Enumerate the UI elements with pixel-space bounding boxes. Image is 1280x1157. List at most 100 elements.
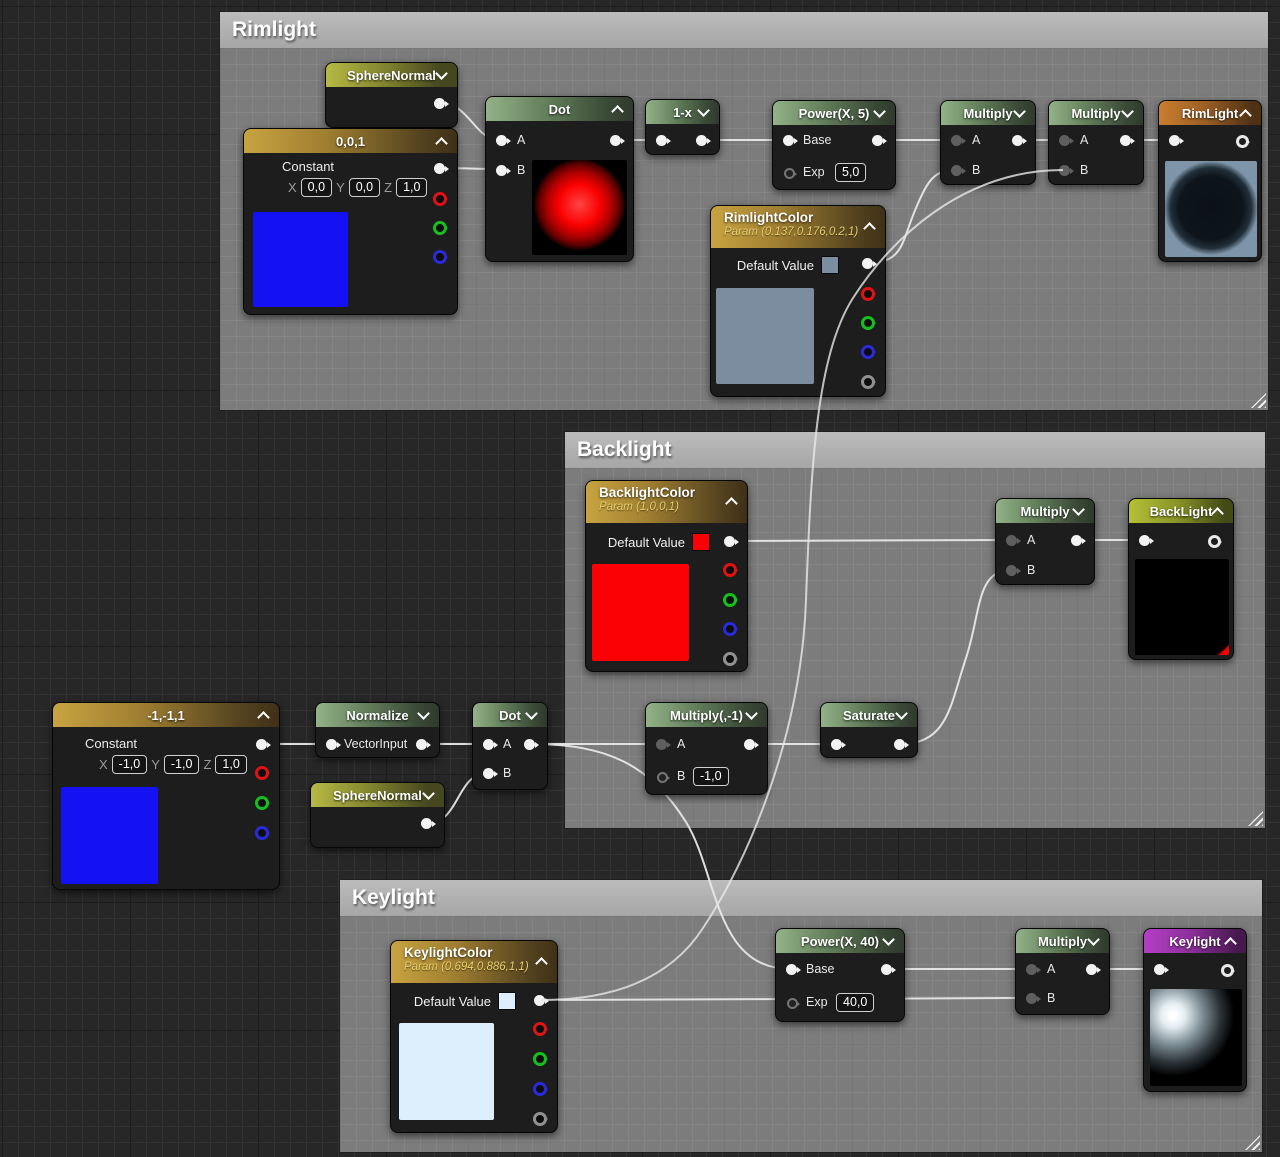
chevron-down-icon[interactable] [1121,105,1134,118]
node-header[interactable]: BackLight [1129,499,1233,523]
output-pin[interactable] [1221,964,1235,977]
node-header[interactable]: Multiply [996,499,1094,523]
chevron-down-icon[interactable] [882,933,895,946]
input-pin-base[interactable] [783,135,798,146]
chevron-down-icon[interactable] [745,707,758,720]
output-pin-g[interactable] [255,796,270,810]
color-swatch[interactable] [692,533,710,551]
node-dot-1[interactable]: Dot A B [485,96,634,262]
output-pin[interactable] [434,163,449,174]
node-header[interactable]: 0,0,1 [244,129,457,153]
output-pin-b[interactable] [433,250,448,264]
node-rimlight-output[interactable]: RimLight [1158,100,1262,262]
input-pin-b[interactable] [1026,993,1041,1004]
chevron-up-icon[interactable] [1239,109,1252,122]
chevron-up-icon[interactable] [1224,937,1237,950]
input-pin-base[interactable] [786,964,801,975]
input-pin-b[interactable] [1059,165,1074,176]
exp-value[interactable]: 5,0 [835,163,867,182]
input-pin[interactable] [1154,964,1169,975]
input-pin-a[interactable] [1026,964,1041,975]
chevron-down-icon[interactable] [895,707,908,720]
color-swatch[interactable] [498,992,516,1010]
node-power-40[interactable]: Power(X, 40) Base Exp 40,0 [775,928,905,1022]
node-header[interactable]: RimlightColor Param (0.137,0.176,0.2,1) [711,206,885,248]
node-rimlight-color[interactable]: RimlightColor Param (0.137,0.176,0.2,1) … [710,205,886,397]
output-pin-a[interactable] [723,652,738,666]
chevron-up-icon[interactable] [257,711,270,724]
output-pin-b[interactable] [723,622,738,636]
node-saturate[interactable]: Saturate [820,702,918,758]
input-pin-a[interactable] [1059,135,1074,146]
output-pin[interactable] [416,739,431,750]
node-sphere-normal-1[interactable]: SphereNormal [325,62,458,128]
comment-title[interactable]: Rimlight [220,12,1268,48]
z-value[interactable]: 1,0 [396,178,428,197]
output-pin-g[interactable] [861,316,876,330]
output-pin-b[interactable] [533,1082,548,1096]
node-header[interactable]: Power(X, 40) [776,929,904,953]
output-pin[interactable] [696,135,711,146]
input-pin[interactable] [831,739,846,750]
b-value[interactable]: -1,0 [693,767,729,786]
output-pin-a[interactable] [533,1112,548,1126]
input-pin[interactable] [1139,535,1154,546]
output-pin[interactable] [1071,535,1086,546]
chevron-up-icon[interactable] [1211,507,1224,520]
output-pin[interactable] [1086,964,1101,975]
output-pin-g[interactable] [723,593,738,607]
node-header[interactable]: Multiply [941,101,1035,125]
node-multiply-key[interactable]: Multiply A B [1015,928,1110,1015]
output-pin-g[interactable] [433,221,448,235]
node-header[interactable]: Multiply [1016,929,1109,953]
node-backlight-output[interactable]: BackLight [1128,498,1234,660]
z-value[interactable]: 1,0 [215,755,247,774]
output-pin-r[interactable] [723,563,738,577]
node-header[interactable]: KeylightColor Param (0.694,0.886,1,1) [391,941,557,983]
chevron-down-icon[interactable] [873,105,886,118]
chevron-up-icon[interactable] [435,137,448,150]
node-multiply-back[interactable]: Multiply A B [995,498,1095,585]
output-pin[interactable] [881,964,896,975]
chevron-up-icon[interactable] [611,105,624,118]
node-normalize[interactable]: Normalize VectorInput [315,702,440,758]
node-header[interactable]: Multiply(,-1) [646,703,767,727]
input-pin-b[interactable] [951,165,966,176]
y-value[interactable]: 0,0 [348,178,381,197]
chevron-down-icon[interactable] [697,104,710,117]
node-sphere-normal-2[interactable]: SphereNormal [310,782,445,848]
chevron-down-icon[interactable] [422,787,435,800]
chevron-down-icon[interactable] [1072,503,1085,516]
output-pin-r[interactable] [255,766,270,780]
input-pin[interactable] [1169,135,1184,146]
node-header[interactable]: -1,-1,1 [53,703,279,727]
input-pin-a[interactable] [496,135,511,146]
node-header[interactable]: Keylight [1144,929,1246,953]
comment-title[interactable]: Keylight [340,880,1262,916]
x-value[interactable]: 0,0 [300,178,333,197]
output-pin[interactable] [534,995,549,1006]
node-keylight-output[interactable]: Keylight [1143,928,1247,1092]
node-header[interactable]: SphereNormal [326,63,457,87]
input-pin[interactable] [656,135,671,146]
output-pin[interactable] [724,536,739,547]
output-pin[interactable] [610,135,625,146]
input-pin-b[interactable] [657,772,670,783]
node-header[interactable]: BacklightColor Param (1,0,0,1) [586,481,747,523]
input-pin-vector[interactable] [326,739,341,750]
output-pin[interactable] [1208,535,1222,548]
node-header[interactable]: Power(X, 5) [773,101,895,125]
node-dot-2[interactable]: Dot A B [472,702,548,790]
node-header[interactable]: Saturate [821,703,917,727]
node-keylight-color[interactable]: KeylightColor Param (0.694,0.886,1,1) De… [390,940,558,1133]
output-pin-r[interactable] [861,287,876,301]
input-pin-b[interactable] [496,165,511,176]
node-multiply-rim-1[interactable]: Multiply A B [940,100,1036,185]
node-constant-m1m11[interactable]: -1,-1,1 Constant X -1,0 Y -1,0 Z 1,0 [52,702,280,890]
output-pin[interactable] [744,739,759,750]
color-swatch[interactable] [821,256,839,274]
input-pin-b[interactable] [483,768,498,779]
chevron-down-icon[interactable] [417,707,430,720]
node-multiply-neg1[interactable]: Multiply(,-1) A B -1,0 [645,702,768,795]
node-header[interactable]: Multiply [1049,101,1143,125]
